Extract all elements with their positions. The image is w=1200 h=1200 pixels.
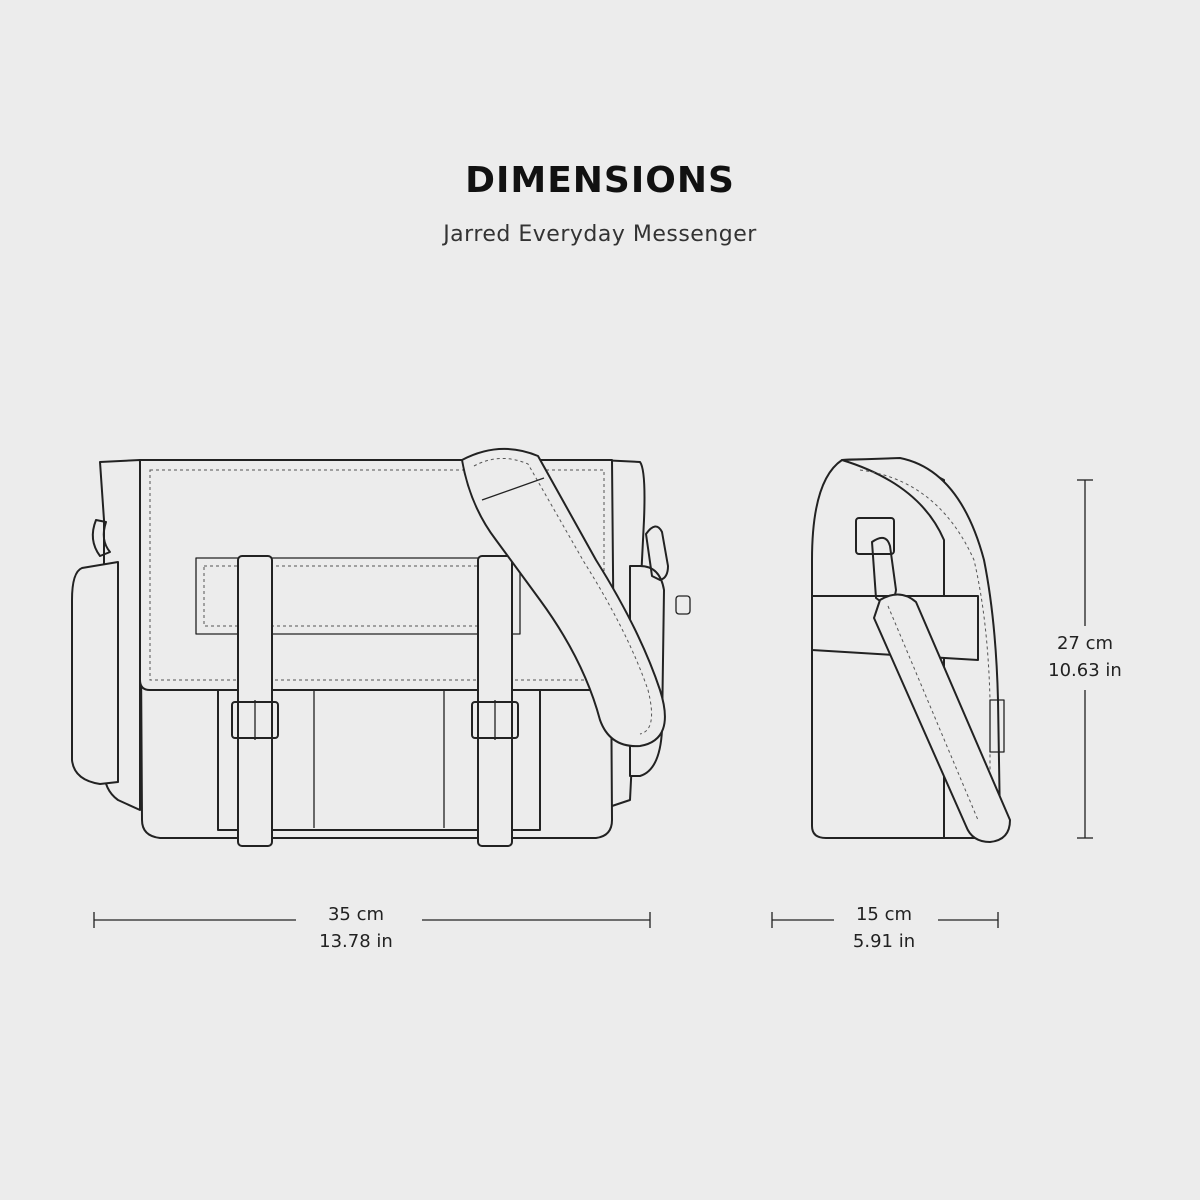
right-clip-ring <box>675 595 691 615</box>
height-metric: 27 cm <box>1056 633 1114 654</box>
depth-metric: 15 cm <box>855 904 913 925</box>
width-label: 35 cm 13.78 in <box>296 901 416 955</box>
strap-stitching <box>473 458 653 735</box>
bag-side-view <box>811 457 1011 843</box>
strap-keeper <box>481 477 545 501</box>
right-swivel-clip <box>645 525 669 581</box>
side-strap-stitching <box>887 605 979 821</box>
depth-dimension-line <box>771 912 999 928</box>
side-buckle <box>989 699 1005 753</box>
flap-badge <box>195 557 521 635</box>
left-d-ring <box>91 519 111 557</box>
left-side-pocket <box>71 561 119 785</box>
depth-imperial: 5.91 in <box>852 931 916 952</box>
side-shoulder-strap <box>873 593 1011 843</box>
shoulder-strap <box>461 447 666 748</box>
flap-stitching <box>149 469 605 681</box>
depth-label: 15 cm 5.91 in <box>824 901 944 955</box>
width-imperial: 13.78 in <box>319 931 393 952</box>
product-name: Jarred Everyday Messenger <box>443 222 757 247</box>
pocket-center-seam <box>313 676 445 828</box>
height-imperial: 10.63 in <box>1048 660 1122 681</box>
page-title: DIMENSIONS <box>465 160 735 201</box>
width-metric: 35 cm <box>327 904 385 925</box>
side-strap-loop <box>855 517 895 555</box>
height-label: 27 cm 10.63 in <box>1030 630 1140 684</box>
side-flap-stitching <box>859 469 991 820</box>
height-dimension-line <box>1077 479 1093 839</box>
width-dimension-line <box>93 912 651 928</box>
bag-front-view <box>71 447 691 847</box>
